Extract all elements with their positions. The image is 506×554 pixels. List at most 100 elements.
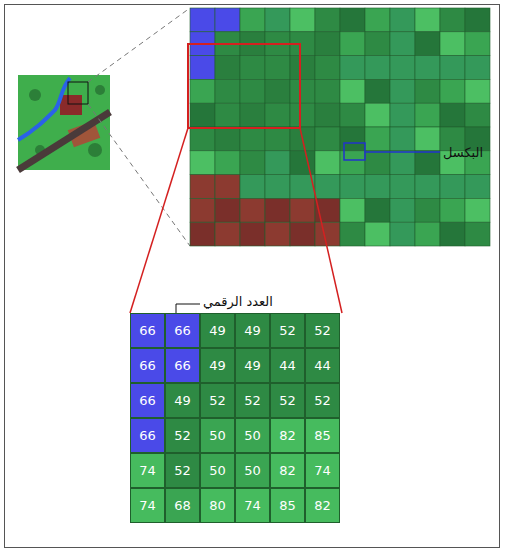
callout-label: العدد الرقمي [203,294,273,309]
table-cell: 52 [235,383,270,418]
grid-pixel [290,79,315,103]
table-cell: 82 [270,453,305,488]
grid-pixel [440,198,465,222]
grid-pixel [315,127,340,151]
grid-pixel [340,79,365,103]
grid-pixel [340,222,365,246]
grid-pixel [340,56,365,80]
grid-pixel [265,151,290,175]
zoom-line [300,128,342,313]
table-cell: 52 [165,418,200,453]
grid-pixel [390,127,415,151]
grid-pixel [315,79,340,103]
grid-pixel [390,8,415,32]
highlight-rect [188,44,300,128]
table-cell: 52 [200,383,235,418]
grid-pixel [465,56,490,80]
grid-pixel [240,103,265,127]
grid-pixel [390,79,415,103]
table-cell: 52 [165,453,200,488]
grid-pixel [240,151,265,175]
table-cell: 68 [165,488,200,523]
grid-pixel [365,56,390,80]
callout-label: البكسل [443,145,483,160]
grid-pixel [290,151,315,175]
grid-pixel [390,103,415,127]
grid-pixel [365,79,390,103]
grid-pixel [265,79,290,103]
grid-pixel [365,151,390,175]
table-cell: 49 [235,313,270,348]
table-cell: 66 [165,313,200,348]
grid-pixel [440,175,465,199]
grid-pixel [265,103,290,127]
grid-pixel [340,198,365,222]
grid-pixel [340,175,365,199]
grid-pixel [415,79,440,103]
grid-pixel [365,175,390,199]
grid-pixel [290,56,315,80]
table-cell: 49 [200,348,235,383]
grid-pixel [465,8,490,32]
grid-pixel [190,198,215,222]
grid-pixel [465,198,490,222]
table-cell: 52 [270,383,305,418]
table-cell: 44 [270,348,305,383]
grid-pixel [215,56,240,80]
grid-pixel [415,8,440,32]
grid-pixel [415,32,440,56]
grid-pixel [390,198,415,222]
table-cell: 66 [130,418,165,453]
grid-pixel [240,127,265,151]
grid-pixel [440,79,465,103]
grid-pixel [340,32,365,56]
grid-pixel [315,103,340,127]
grid-pixel [340,103,365,127]
grid-pixel [415,222,440,246]
table-cell: 50 [200,453,235,488]
grid-pixel [315,151,340,175]
grid-pixel [215,175,240,199]
grid-pixel [415,151,440,175]
grid-pixel [415,175,440,199]
table-cell: 44 [305,348,340,383]
grid-pixel [215,198,240,222]
grid-pixel [465,103,490,127]
grid-pixel [415,198,440,222]
grid-pixel [365,32,390,56]
table-cell: 66 [165,348,200,383]
grid-pixel [340,8,365,32]
table-cell: 66 [130,348,165,383]
grid-pixel [390,56,415,80]
grid-pixel [415,127,440,151]
grid-pixel [365,103,390,127]
grid-pixel [215,127,240,151]
grid-pixel [315,8,340,32]
grid-pixel [440,222,465,246]
grid-pixel [440,103,465,127]
grid-pixel [190,103,215,127]
grid-pixel [190,222,215,246]
zoom-line [88,8,190,82]
grid-pixel [265,8,290,32]
grid-pixel [465,32,490,56]
grid-pixel [240,8,265,32]
grid-pixel [365,222,390,246]
grid-pixel [215,222,240,246]
grid-pixel [465,175,490,199]
grid-pixel [190,8,215,32]
grid-pixel [215,103,240,127]
table-cell: 49 [165,383,200,418]
grid-pixel [440,56,465,80]
table-cell: 85 [305,418,340,453]
table-cell: 50 [200,418,235,453]
grid-pixel [390,175,415,199]
grid-pixel [290,103,315,127]
grid-pixel [215,8,240,32]
grid-pixel [240,56,265,80]
grid-pixel [265,127,290,151]
grid-pixel [190,56,215,80]
grid-pixel [265,198,290,222]
grid-pixel [290,8,315,32]
grid-pixel [390,151,415,175]
